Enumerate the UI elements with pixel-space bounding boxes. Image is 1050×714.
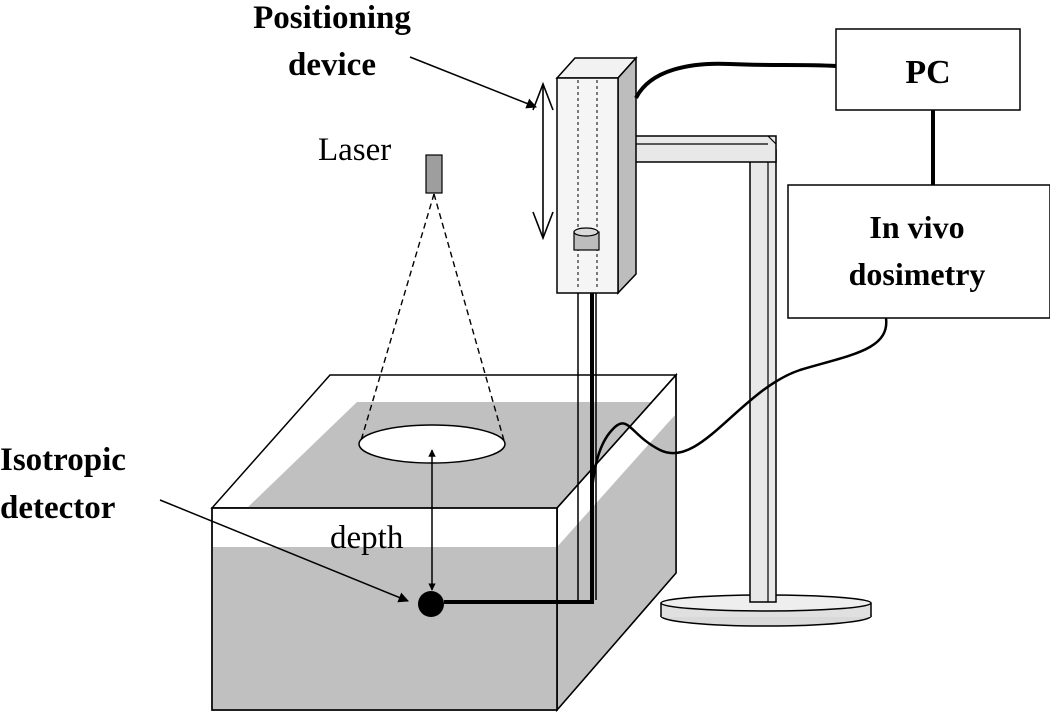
pc-box: PC — [835, 28, 1021, 111]
stand — [619, 135, 872, 627]
stand-pole — [749, 149, 777, 603]
dosimetry-label-line1: In vivo — [869, 209, 964, 245]
device-side — [617, 56, 637, 295]
isotropic-label-line1: Isotropic — [0, 442, 126, 478]
detector-sphere — [418, 591, 444, 617]
positioning-label-line1: Positioning — [253, 0, 411, 36]
laser — [358, 154, 506, 464]
isotropic-label-line2: detector — [0, 490, 115, 526]
dosimetry-box: In vivo dosimetry — [787, 184, 1050, 319]
device-pc-cable — [634, 61, 837, 99]
positioning-label-line2: device — [288, 47, 376, 83]
laser-emitter — [425, 154, 443, 194]
laser-beam-left — [359, 193, 435, 445]
water-tank — [210, 373, 678, 713]
positioning-device — [532, 56, 638, 295]
dosimetry-label-line2: dosimetry — [849, 256, 986, 292]
depth-label: depth — [330, 520, 404, 556]
pc-label: PC — [905, 54, 950, 91]
laser-beam-right — [433, 193, 506, 445]
isotropic-pointer — [159, 499, 409, 603]
tank-right-water — [557, 414, 676, 710]
positioning-pointer — [409, 56, 537, 109]
dosimetry-cable — [590, 317, 888, 491]
tank-front-water — [213, 547, 556, 709]
stand-arm — [619, 135, 777, 163]
laser-label: Laser — [318, 132, 391, 168]
device-front — [556, 77, 619, 294]
